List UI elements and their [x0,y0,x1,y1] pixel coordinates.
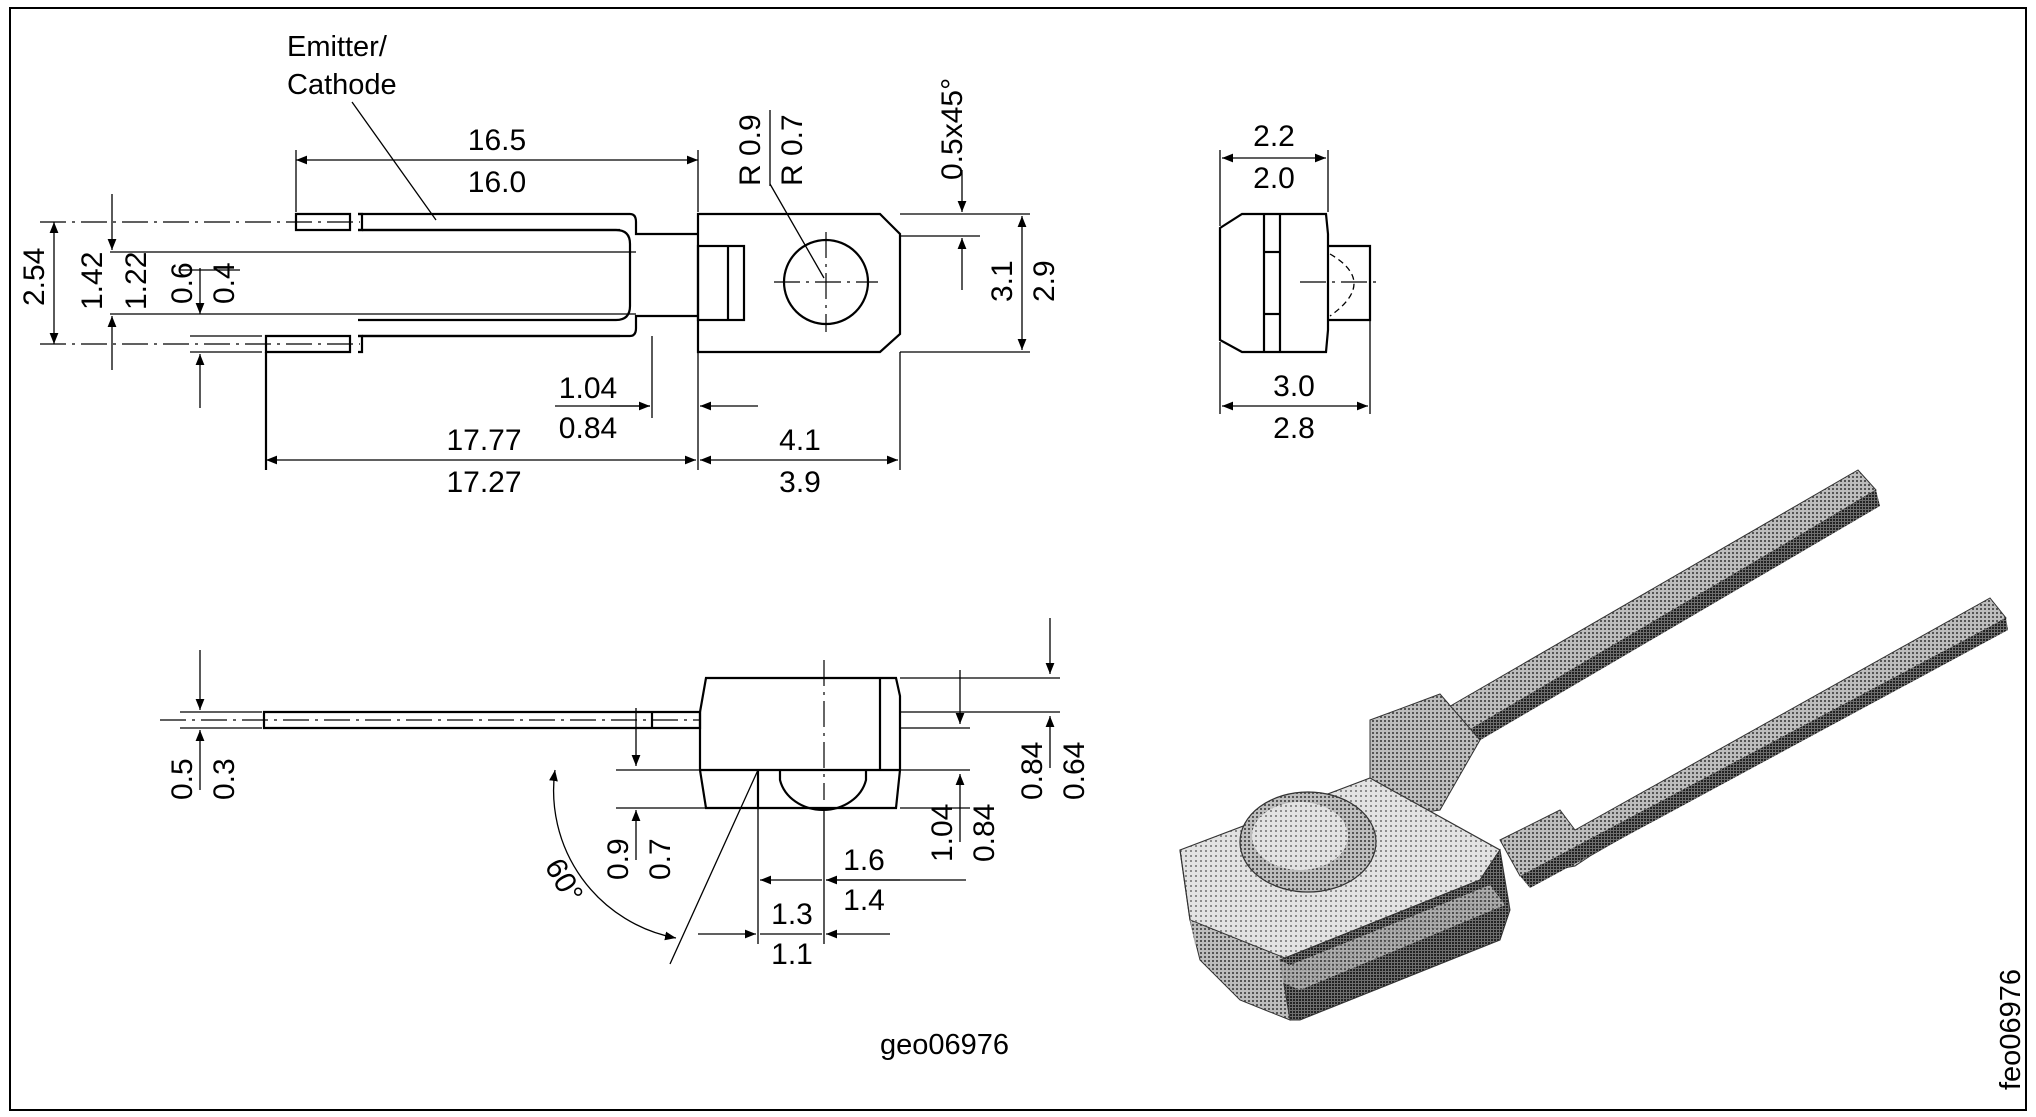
drawing-frame [9,7,2027,1111]
dim-total-length-min: 17.27 [446,466,521,499]
package-photo [1179,469,2008,1021]
dim-body-height-max: 3.1 [986,260,1019,302]
dim-side-width-min: 2.8 [1273,412,1315,445]
dim-body-thick-max: 1.04 [926,804,959,862]
emitter-label-line2: Cathode [287,69,397,101]
dim-lead-thick-min: 0.4 [208,262,241,304]
dim-lead-length-max: 16.5 [468,124,526,157]
dim-radius-max: R 0.9 [734,114,767,186]
dim-body-length-max: 4.1 [779,424,821,457]
dim-top-thick-min: 0.64 [1058,742,1091,800]
dim-body-length-min: 3.9 [779,466,821,499]
dim-lead-thick-max: 0.6 [166,262,199,304]
emitter-label-line1: Emitter/ [287,31,388,63]
dim-side-width-max: 3.0 [1273,370,1315,403]
dim-pin-thick-max: 0.5 [166,758,199,800]
drawing-id-label: geo06976 [880,1029,1009,1061]
dim-body-thick-min: 0.84 [968,804,1001,862]
dim-chamfer: 0.5x45° [936,78,969,180]
dim-top-thick-max: 0.84 [1016,742,1049,800]
dim-lens-dia-max: 1.3 [771,898,813,931]
dim-lens-height-max: 0.9 [602,838,635,880]
dim-body-height-min: 2.9 [1028,260,1061,302]
dim-pitch: 2.54 [18,248,51,306]
dim-body-width-min: 2.0 [1253,162,1295,195]
dim-pin-thick-min: 0.3 [208,758,241,800]
dim-lead-width-max: 1.42 [76,252,109,310]
dim-lead-width-min: 1.22 [120,252,153,310]
photo-id-label: feo06976 [1995,969,2027,1090]
dim-lead-length-min: 16.0 [468,166,526,199]
dim-stub-min: 0.84 [559,412,617,445]
dim-body-width-max: 2.2 [1253,120,1295,153]
top-view: 16.5 16.0 Emitter/ Cathode R 0.9 R 0.7 0… [18,31,1061,499]
end-view: 2.2 2.0 3.0 2.8 [1218,120,1380,445]
dim-stub-max: 1.04 [559,372,617,405]
dim-angle: 60° [538,853,589,909]
profile-view: 0.5 0.3 60° 0.9 0.7 1.6 1.4 1.3 1.1 [160,618,1091,971]
dim-radius-min: R 0.7 [776,114,809,186]
dim-lens-dia-min: 1.1 [771,938,813,971]
dim-lens-height-min: 0.7 [644,838,677,880]
dim-lens-pos-min: 1.4 [843,884,885,917]
dim-total-length-max: 17.77 [446,424,521,457]
dim-lens-pos-max: 1.6 [843,844,885,877]
